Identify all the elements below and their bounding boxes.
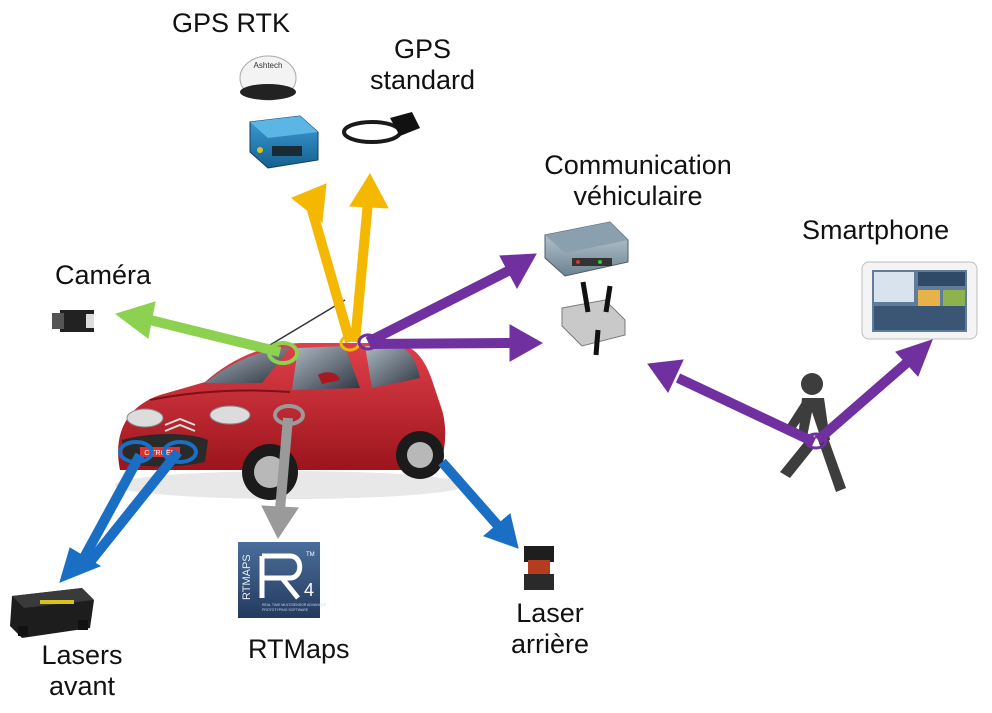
laser-avant-icon: [10, 588, 94, 638]
rtmaps-logo-icon: RTMAPS 4 TM REAL TIME MULTISENSOR ADVANC…: [238, 542, 327, 618]
label-communication-line2: véhiculaire: [573, 181, 703, 211]
gps-rtk-dome-icon: Ashtech: [239, 55, 297, 101]
gps-standard-arrowhead: [349, 172, 389, 209]
label-rtmaps: RTMaps: [248, 634, 350, 664]
svg-text:REAL TIME MULTISENSOR ADVANCED: REAL TIME MULTISENSOR ADVANCED: [262, 603, 327, 607]
laser-arriere-icon: [524, 546, 554, 590]
label-gps-standard-line2: standard: [369, 65, 476, 95]
wifi-router-icon: [561, 281, 626, 356]
label-communication-vehiculaire: Communication véhiculaire: [518, 150, 758, 212]
label-gps-standard: GPS standard: [355, 34, 490, 96]
camera-arrow: [114, 301, 299, 365]
gps-standard-antenna-icon: [342, 112, 420, 144]
svg-text:Ashtech: Ashtech: [254, 61, 283, 70]
label-lasers-avant-line2: avant: [48, 671, 116, 701]
svg-text:CITROËN: CITROËN: [144, 449, 176, 457]
svg-text:4: 4: [304, 580, 314, 600]
comm-arrows: [357, 253, 933, 450]
rtmaps-arrow: [261, 404, 305, 539]
label-camera: Caméra: [55, 260, 152, 290]
camera-icon: [52, 310, 94, 332]
label-communication-line1: Communication: [544, 150, 732, 180]
label-laser-arriere: Laser arrière: [490, 598, 610, 660]
label-gps-rtk: GPS RTK: [172, 8, 291, 38]
label-lasers-avant: Lasers avant: [22, 640, 142, 702]
label-laser-arriere-line2: arrière: [510, 629, 590, 659]
license-plate: [140, 447, 180, 457]
gps-rtk-receiver-icon: [249, 115, 319, 169]
laser-arrows: [59, 440, 519, 583]
comm-box-icon: [544, 221, 629, 277]
gps-arrows: [291, 172, 389, 352]
svg-text:PROTOTYPING SOFTWARE: PROTOTYPING SOFTWARE: [262, 608, 309, 612]
svg-text:RTMAPS: RTMAPS: [241, 554, 253, 600]
svg-text:TM: TM: [306, 552, 315, 558]
gps-rtk-arrowhead: [291, 183, 327, 223]
pedestrian-icon: [780, 373, 846, 492]
tablet-icon: [861, 261, 978, 340]
label-gps-standard-line1: GPS: [393, 34, 452, 64]
label-lasers-avant-line1: Lasers: [41, 640, 123, 670]
label-smartphone: Smartphone: [802, 215, 950, 245]
label-laser-arriere-line1: Laser: [516, 598, 584, 628]
